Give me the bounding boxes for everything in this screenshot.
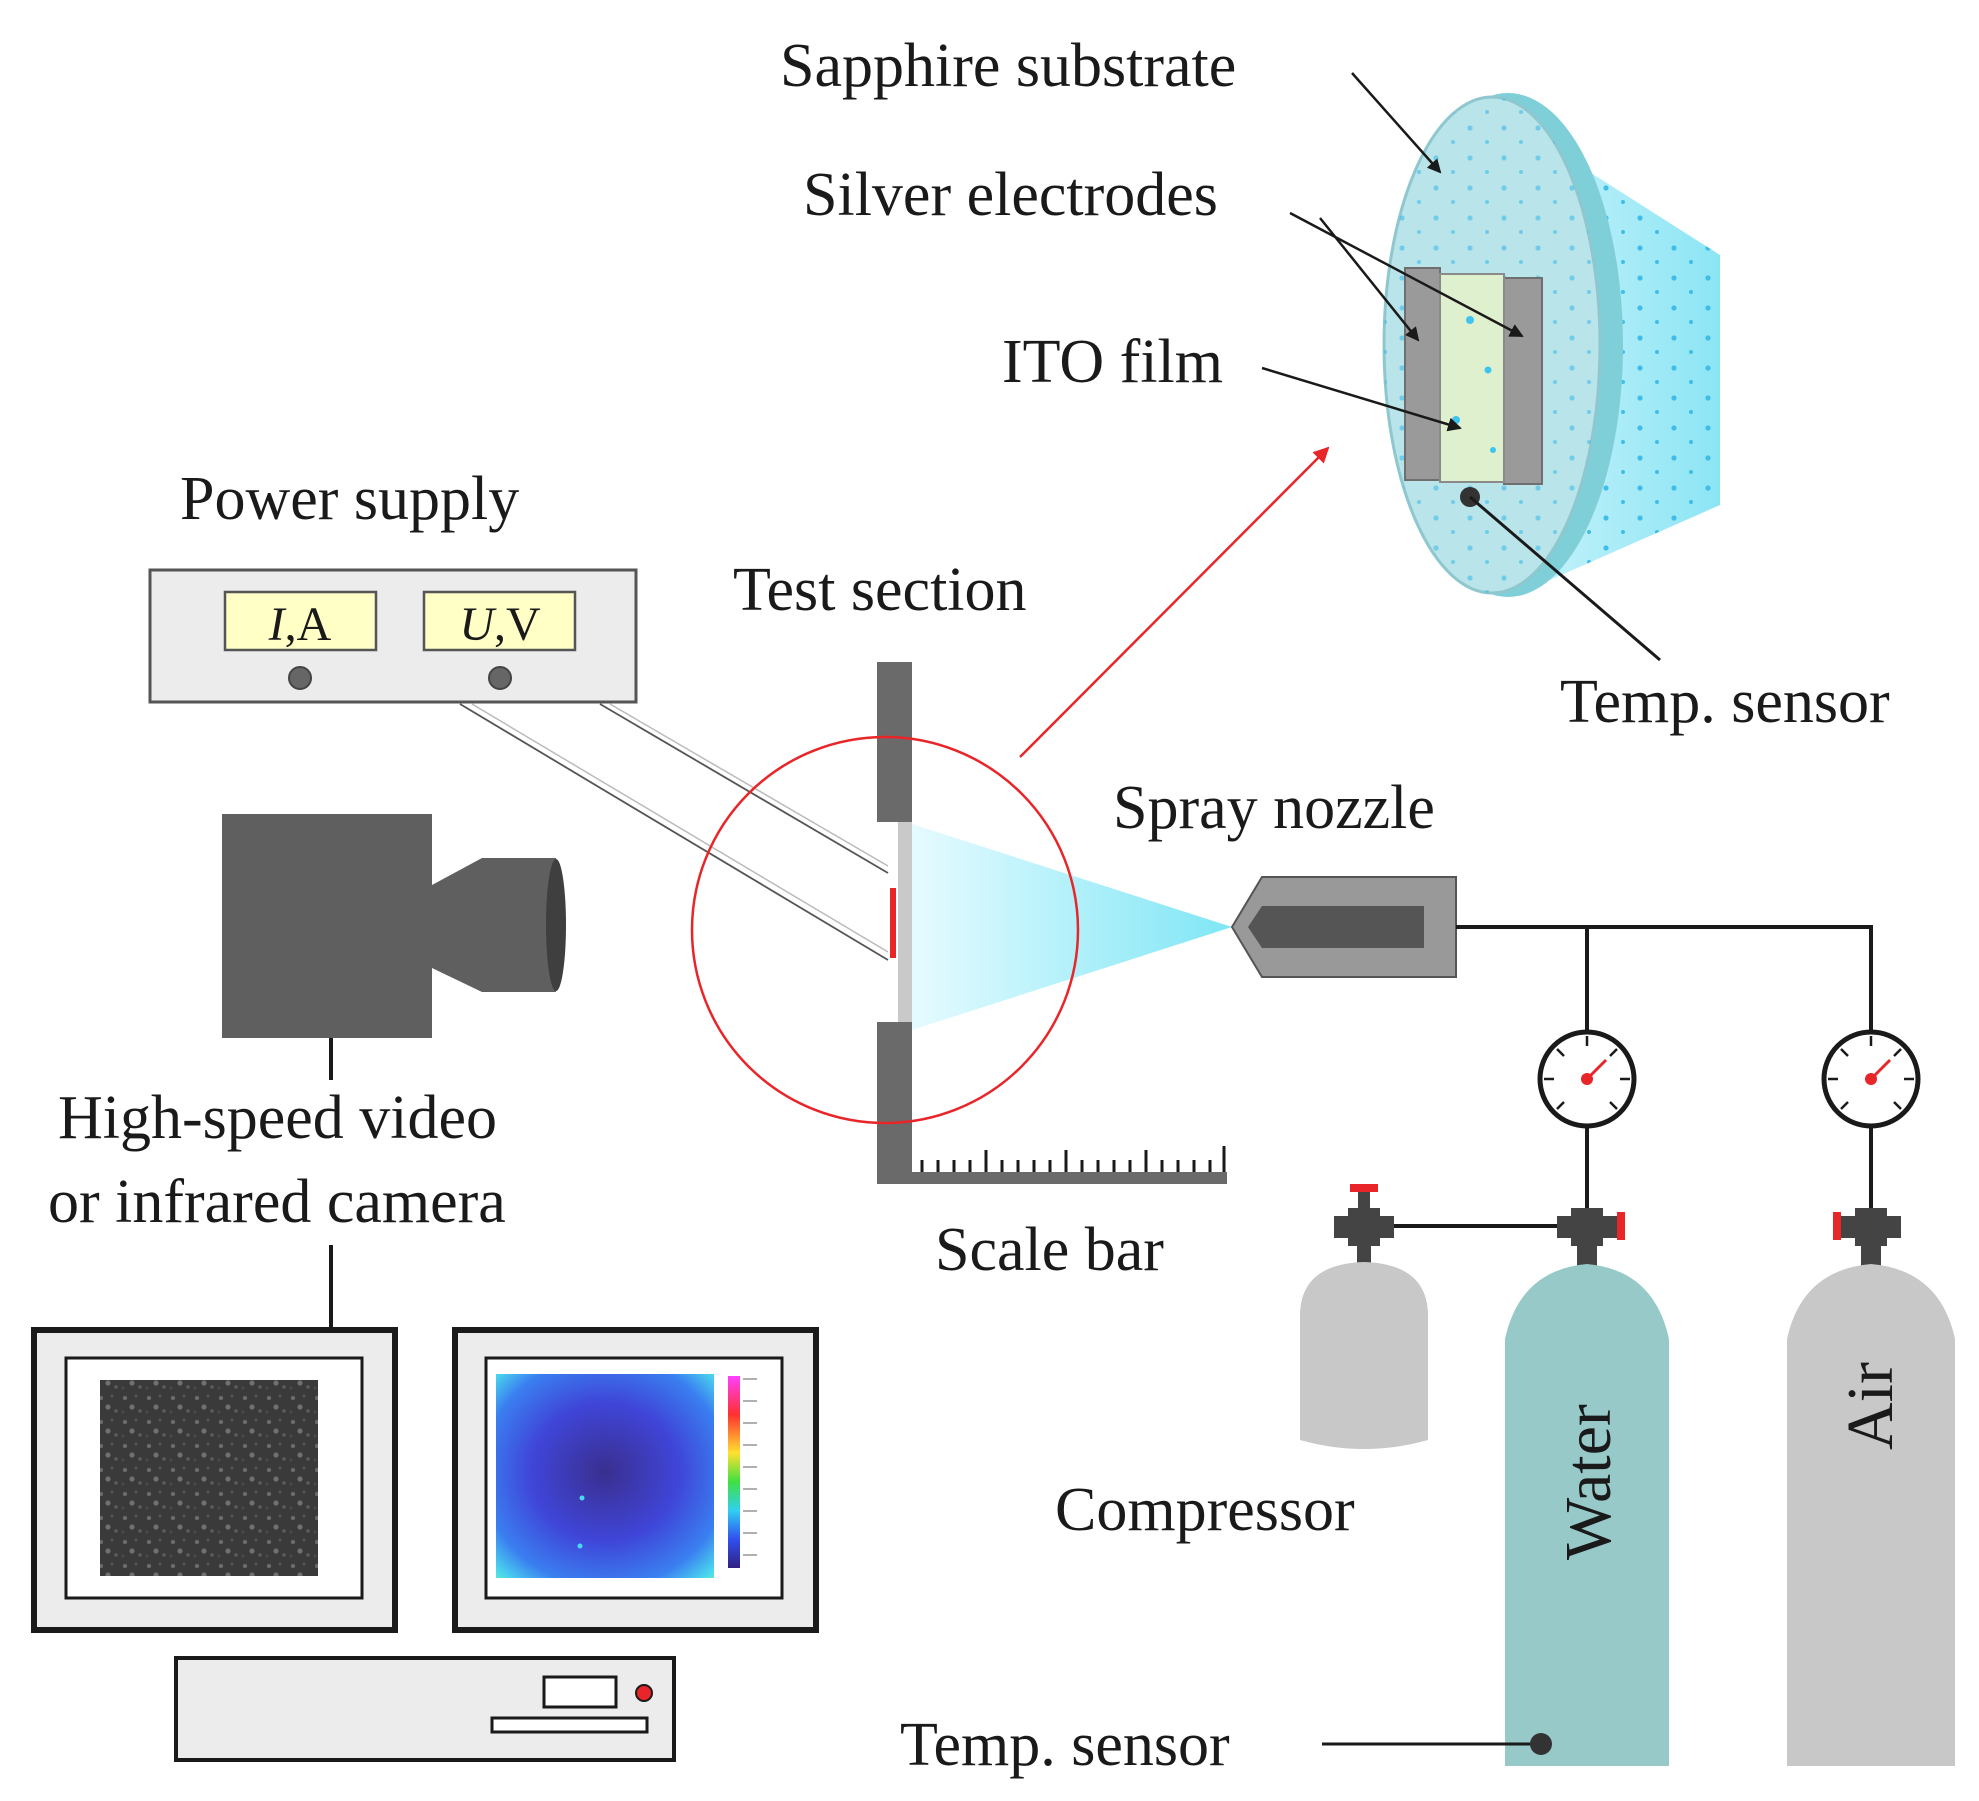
label-power-supply: Power supply — [180, 465, 519, 533]
voltage-meter — [422, 590, 577, 652]
scale-bar-ticks — [920, 1146, 1226, 1172]
voltage-unit: ,V — [494, 598, 541, 651]
label-silver-electrodes: Silver electrodes — [803, 161, 1218, 229]
current-unit: ,A — [285, 598, 332, 651]
test-section — [690, 446, 1330, 1184]
piping — [1380, 925, 1873, 1228]
pressure-gauge-icon — [1821, 1029, 1921, 1129]
silver-electrode-right — [1503, 277, 1543, 485]
computer-icon — [174, 1656, 676, 1762]
label-ito-film: ITO film — [1002, 328, 1223, 396]
power-supply: I,A U,V — [148, 568, 889, 961]
infrared-image — [496, 1374, 714, 1578]
water-tank — [1505, 1246, 1669, 1766]
monitor-icon — [452, 1327, 819, 1633]
label-sapphire-substrate: Sapphire substrate — [780, 32, 1236, 100]
ito-heater — [890, 888, 896, 958]
holder-top — [877, 662, 912, 822]
label-temp-sensor-bottom: Temp. sensor — [900, 1711, 1230, 1779]
label-camera-line1: High-speed video — [58, 1084, 497, 1152]
compressor-tank — [1300, 1246, 1428, 1449]
pressure-gauge-icon — [1537, 1029, 1637, 1129]
label-camera-line2: or infrared camera — [48, 1168, 506, 1236]
label-scale-bar: Scale bar — [935, 1216, 1164, 1284]
temp-sensor-dot-bottom — [1530, 1733, 1552, 1755]
detail-arrow — [1019, 446, 1330, 758]
valve-icon — [1334, 1184, 1394, 1246]
label-air: Air — [1834, 1362, 1907, 1450]
spray-jet — [912, 824, 1232, 1030]
svg-text:U,V: U,V — [459, 598, 541, 651]
svg-text:I,A: I,A — [268, 598, 332, 651]
voltage-symbol: U — [459, 598, 497, 651]
valve-icon — [1557, 1208, 1625, 1246]
current-meter — [223, 590, 378, 652]
sapphire-window — [898, 822, 912, 1022]
high-speed-image — [100, 1380, 318, 1576]
label-temp-sensor-top: Temp. sensor — [1560, 668, 1890, 736]
valve-icon — [1833, 1208, 1901, 1246]
current-symbol: I — [268, 598, 287, 651]
knob-left — [288, 666, 312, 690]
label-water: Water — [1552, 1404, 1625, 1560]
camera-icon — [222, 814, 566, 1080]
knob-right — [488, 666, 512, 690]
detail-highlight-circle — [690, 735, 1080, 1125]
nozzle-icon — [1230, 876, 1457, 978]
monitor-icon — [31, 1327, 398, 1633]
holder-bottom — [877, 1022, 912, 1182]
ir-colorbar — [728, 1376, 740, 1568]
air-tank — [1787, 1246, 1955, 1766]
label-test-section: Test section — [733, 556, 1027, 624]
silver-electrode-left — [1404, 267, 1441, 481]
label-compressor: Compressor — [1055, 1476, 1355, 1544]
scale-bar-base — [877, 1172, 1227, 1184]
label-spray-nozzle: Spray nozzle — [1113, 774, 1435, 842]
substrate-detail — [1261, 72, 1720, 662]
